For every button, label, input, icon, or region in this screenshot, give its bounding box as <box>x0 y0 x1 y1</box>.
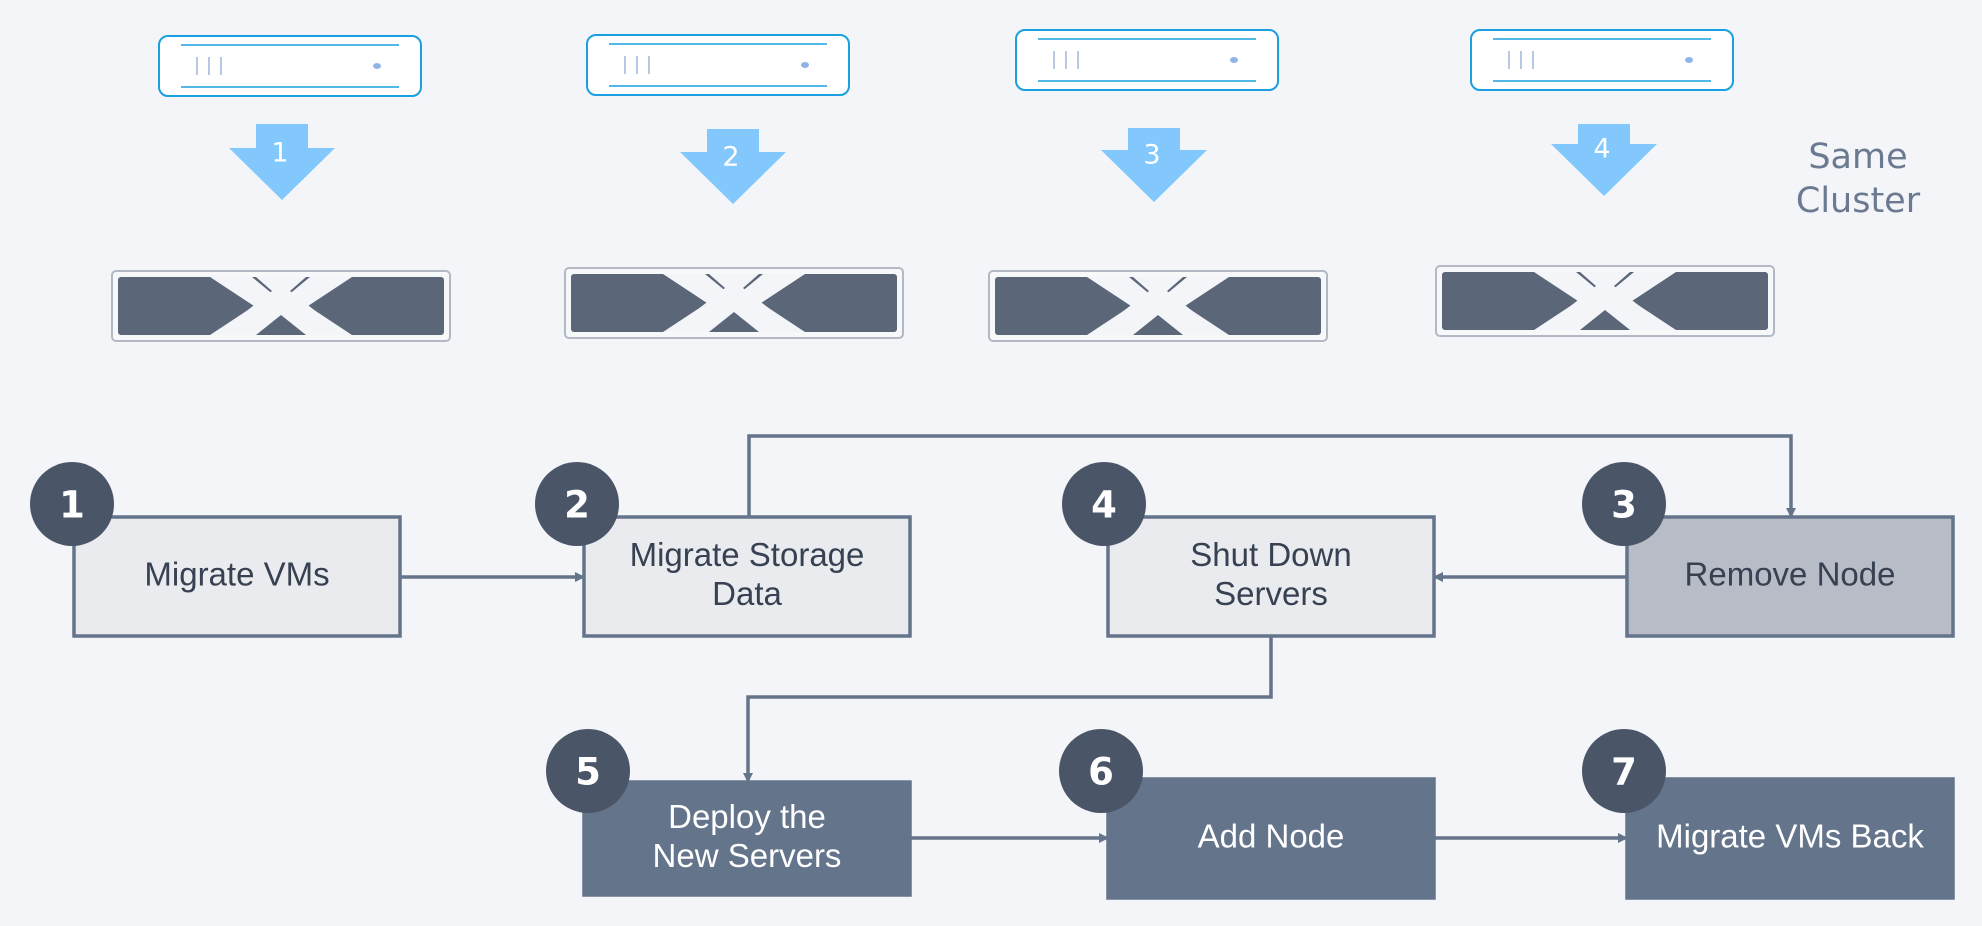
step-number-badge <box>1059 729 1143 813</box>
arrow-number: 2 <box>722 142 739 173</box>
step-number-badge <box>535 462 619 546</box>
arrow-number: 3 <box>1143 140 1160 171</box>
step-migrate-vms-back: Migrate VMs Back 7 <box>1582 729 1955 900</box>
step-number: 5 <box>575 751 601 794</box>
migration-arrow-icon <box>229 124 335 200</box>
network-switch-icon <box>111 270 451 342</box>
migration-arrow-icon <box>1101 128 1207 202</box>
arrow-number: 1 <box>271 138 288 169</box>
step-number-badge <box>1582 462 1666 546</box>
step-box <box>582 780 912 897</box>
step-number: 4 <box>1091 484 1117 527</box>
step-label: Migrate VMs <box>144 555 329 592</box>
step-number-badge <box>1062 462 1146 546</box>
step-number: 2 <box>564 484 590 527</box>
rack-server-icon <box>158 35 422 97</box>
step-box <box>1625 777 1955 900</box>
step-number: 6 <box>1088 751 1114 794</box>
flow-connectors <box>400 434 1796 843</box>
step-box <box>1106 515 1436 638</box>
step-number-badge <box>1582 729 1666 813</box>
step-label: Remove Node <box>1685 555 1896 592</box>
step-number: 1 <box>59 484 85 527</box>
server-column-4: 4 <box>1435 29 1775 337</box>
step-box <box>1625 515 1955 638</box>
server-column-1: 1 <box>111 35 451 342</box>
step-number: 3 <box>1611 484 1637 527</box>
arrow-number: 4 <box>1593 134 1610 165</box>
step-box <box>582 515 912 638</box>
step-add-node: Add Node 6 <box>1059 729 1436 900</box>
step-number: 7 <box>1611 751 1637 794</box>
server-column-3: 3 <box>988 29 1328 342</box>
step-number-badge <box>546 729 630 813</box>
migration-arrow-icon <box>680 129 786 204</box>
network-switch-icon <box>988 270 1328 342</box>
server-column-2: 2 <box>564 34 904 339</box>
step-number-badge <box>30 462 114 546</box>
rack-server-icon <box>586 34 850 96</box>
step-label: Add Node <box>1198 817 1345 854</box>
connector-migrate-storage-data-to-remove-node <box>747 434 1796 518</box>
connector-shut-down-servers-to-deploy-new-servers <box>743 636 1273 783</box>
rack-server-icon <box>1015 29 1279 91</box>
step-migrate-vms: Migrate VMs 1 <box>30 462 402 638</box>
step-label: Migrate VMs Back <box>1656 817 1924 854</box>
hardware-row: 1 2 3 4 <box>111 29 1775 342</box>
step-remove-node: Remove Node 3 <box>1582 462 1955 638</box>
rack-server-icon <box>1470 29 1734 91</box>
step-box <box>72 515 402 638</box>
network-switch-icon <box>1435 265 1775 337</box>
migration-arrow-icon <box>1551 124 1657 196</box>
network-switch-icon <box>564 267 904 339</box>
step-box <box>1106 777 1436 900</box>
